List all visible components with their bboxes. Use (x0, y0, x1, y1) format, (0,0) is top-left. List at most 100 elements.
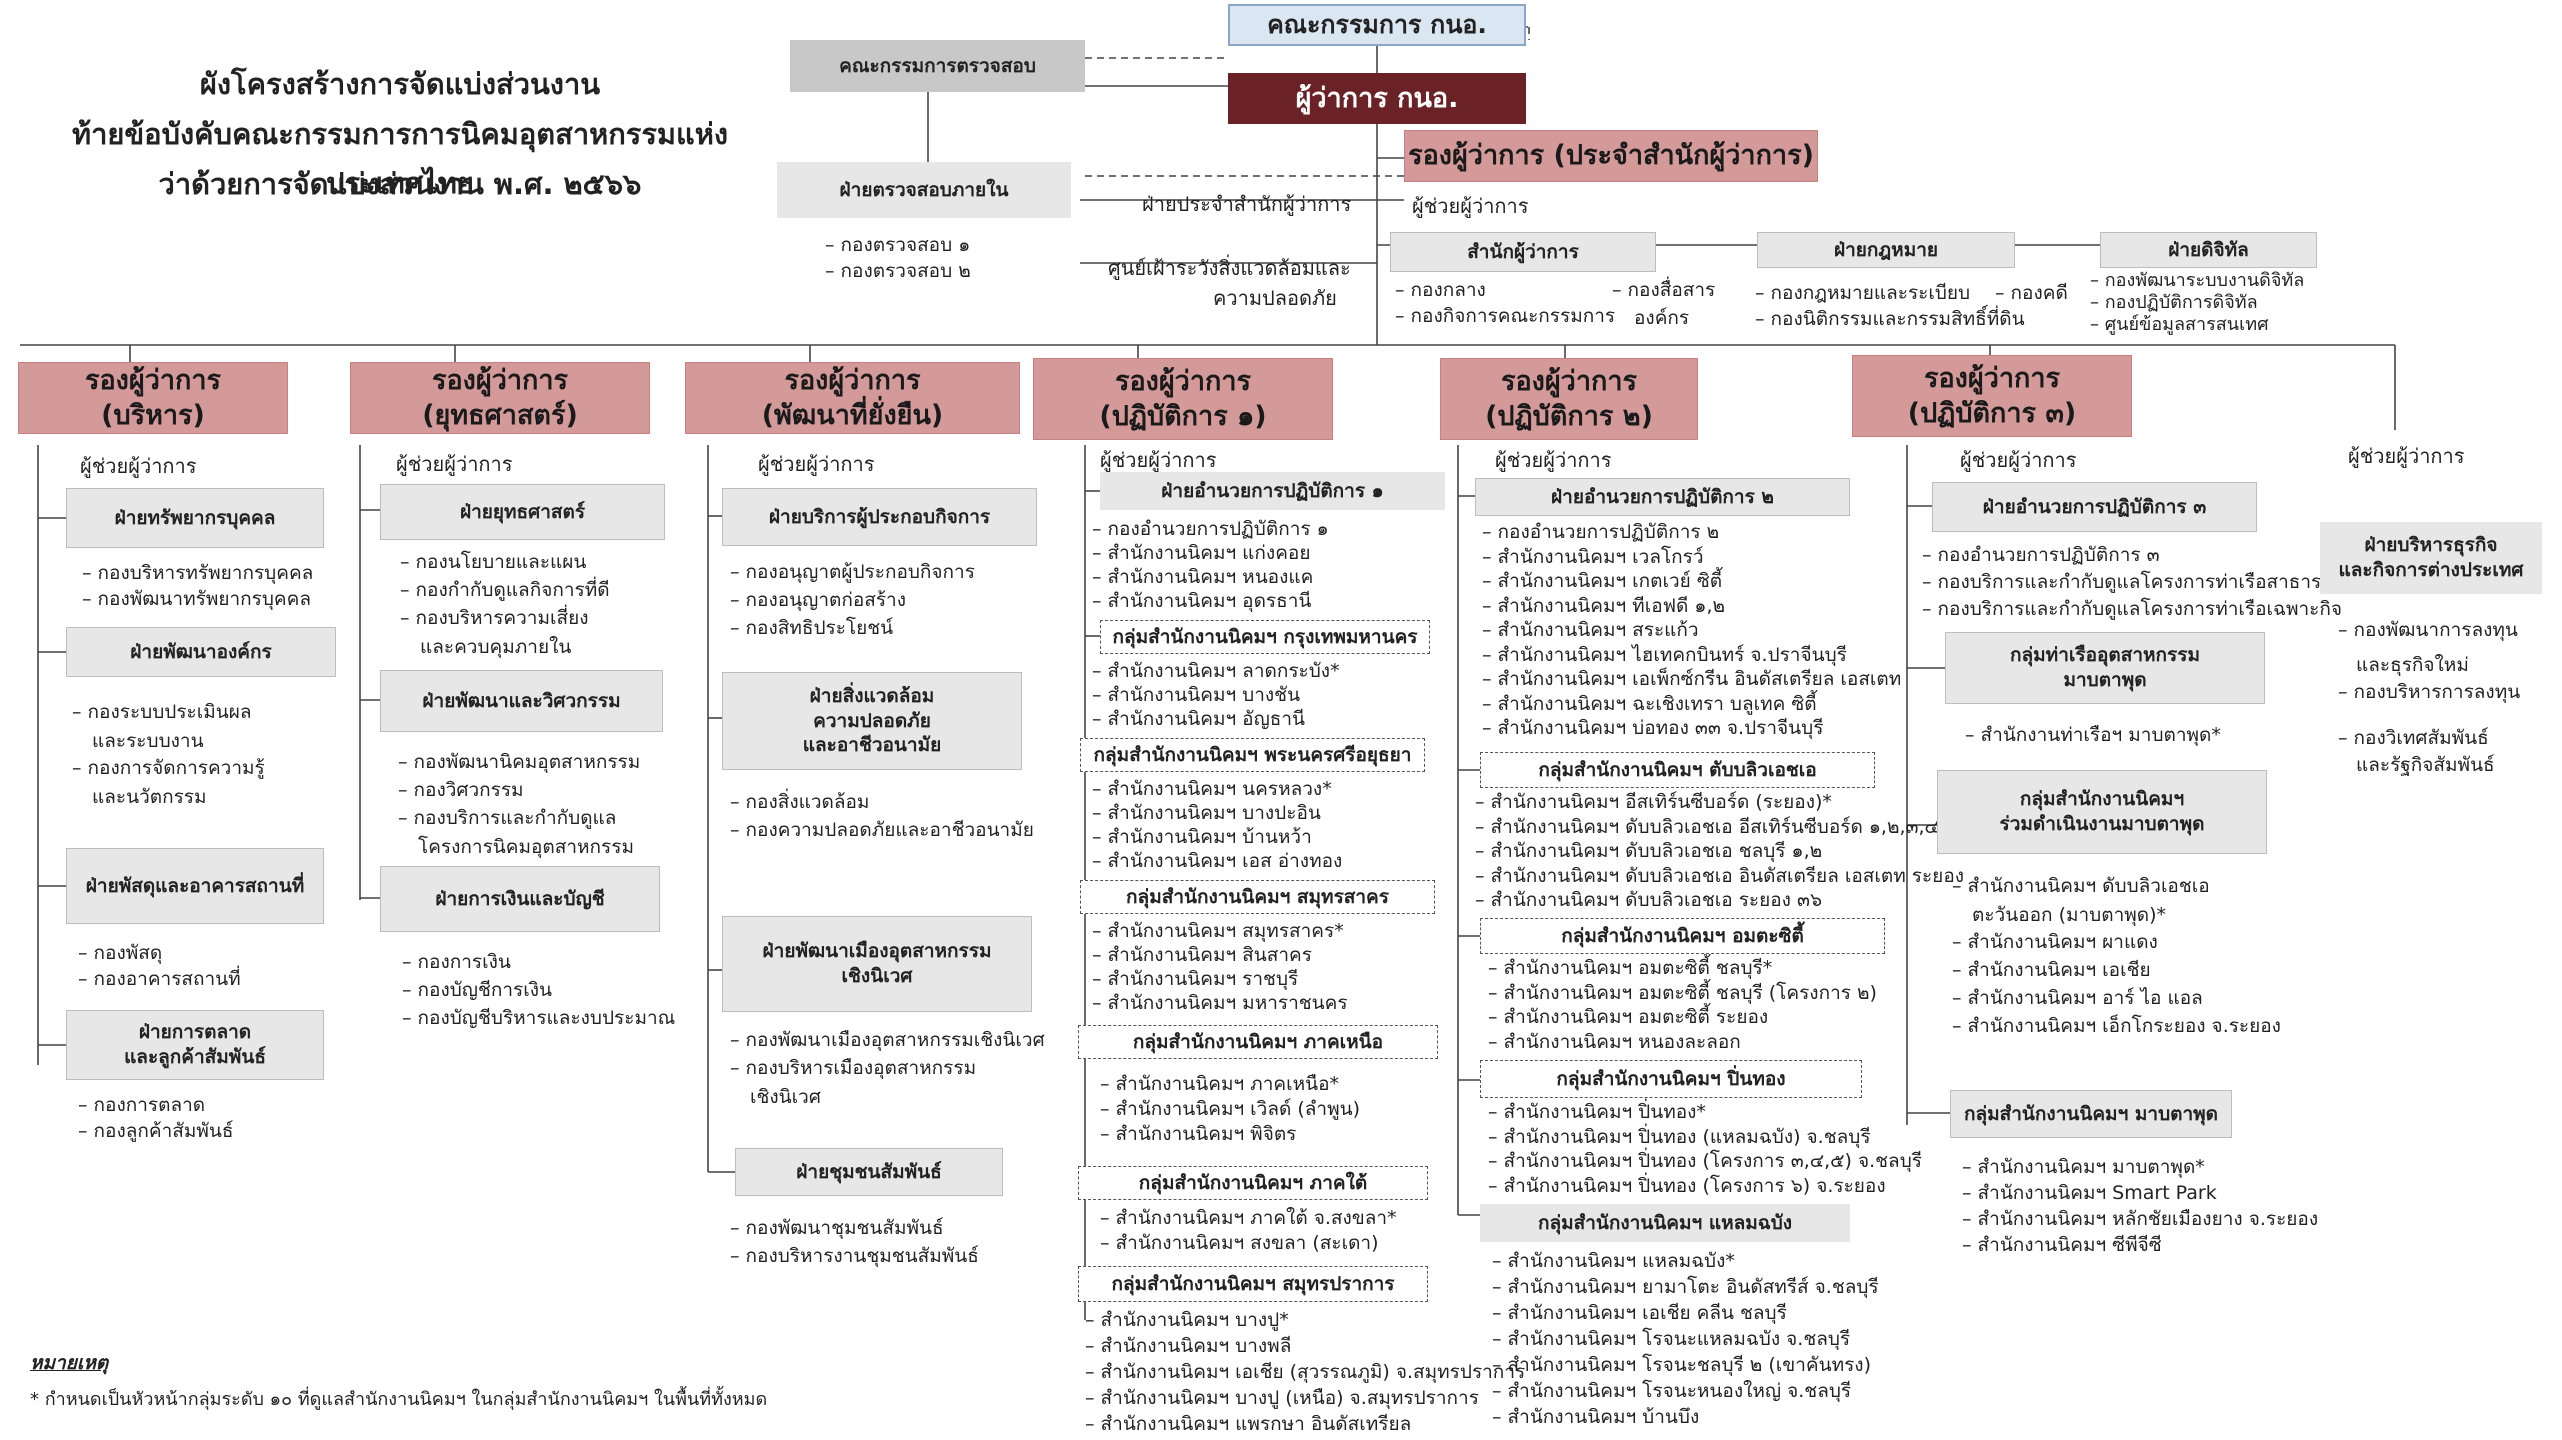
list-item: สำนักงานนิคมฯ พิจิตร (1100, 1122, 1360, 1147)
list-item: กองบริหารเมืองอุตสาหกรรม (730, 1054, 1045, 1082)
ops3-group-port: กลุ่มท่าเรืออุตสาหกรรม มาบตาพุด (1945, 632, 2265, 704)
list-item: สำนักงานนิคมฯ บ้านหว้า (1092, 825, 1342, 849)
list-item: สำนักงานนิคมฯ อีสเทิร์นซีบอร์ด (ระยอง)* (1475, 790, 1964, 815)
ops3-group-joint-list: สำนักงานนิคมฯ ดับบลิวเอชเอ (1952, 872, 2210, 900)
list-item: กองบริการและกำกับดูแลโครงการท่าเรือเฉพาะ… (1922, 596, 2349, 623)
ops2-group-wha: กลุ่มสำนักงานนิคมฯ ตับบลิวเอชเอ (1480, 752, 1875, 788)
list-item: สำนักงานนิคมฯ ยามาโตะ อินดัสทรีส์ จ.ชลบุ… (1492, 1274, 1879, 1300)
env-center-label-2: ความปลอดภัย (1213, 286, 1337, 310)
list-item: สำนักงานนิคมฯ เอเชีย (สุวรรณภูมิ) จ.สมุท… (1085, 1359, 1526, 1385)
list-item: สำนักงานนิคมฯ หลักชัยเมืองยาง จ.ระยอง (1962, 1206, 2319, 1232)
list-item: สำนักงานนิคมฯ เวลโกรว์ (1482, 545, 1901, 570)
list-item: กองสิทธิประโยชน์ (730, 614, 975, 642)
procurement-dept-box: ฝ่ายพัสดุและอาคารสถานที่ (66, 848, 324, 924)
engineering-list: กองพัฒนานิคมอุตสาหกรรม กองวิศวกรรม กองบร… (398, 748, 641, 832)
list-item: กองพัฒนาการลงทุน (2338, 616, 2518, 644)
sustainable-assistant-label: ผู้ช่วยผู้ว่าการ (758, 452, 875, 476)
strategy-assistant-label: ผู้ช่วยผู้ว่าการ (396, 452, 513, 476)
community-dept-box: ฝ่ายชุมชนสัมพันธ์ (735, 1148, 1003, 1196)
ops1-group-samutsakhon: กลุ่มสำนักงานนิคมฯ สมุทรสาคร (1080, 880, 1435, 914)
list-item: กองอาคารสถานที่ (78, 966, 241, 992)
ops1-group-north-list: สำนักงานนิคมฯ ภาคเหนือ* สำนักงานนิคมฯ เว… (1100, 1072, 1360, 1147)
list-item: กองบริหารทรัพยากรบุคคล (82, 560, 314, 586)
list-item: สำนักงานนิคมฯ ซีพีจีซี (1962, 1232, 2318, 1258)
list-item: กองบริการและกำกับดูแล (398, 804, 640, 832)
org-dev-list: กองระบบประเมินผล . กองการจัดการความรู้ (72, 698, 265, 782)
list-item: สำนักงานนิคมฯ สงขลา (สะเดา) (1100, 1231, 1397, 1256)
list-item: สำนักงานนิคมฯ โรจนะหนองใหญ่ จ.ชลบุรี (1492, 1378, 1879, 1404)
list-item: สำนักงานนิคมฯ อมตะซิตี้ ระยอง (1488, 1005, 1877, 1030)
note-text: * กำหนดเป็นหัวหน้ากลุ่มระดับ ๑๐ ที่ดูแลส… (30, 1389, 768, 1410)
list-item: สำนักงานนิคมฯ เอ็กโกระยอง จ.ระยอง (1952, 1012, 2281, 1040)
strategy-list-cont: และควบคุมภายใน (420, 636, 572, 658)
list-item: กองบริหารงานชุมชนสัมพันธ์ (730, 1242, 979, 1270)
list-item: กองบัญชีการเงิน (402, 976, 675, 1004)
list-item: กองตรวจสอบ ๑ (825, 232, 971, 258)
ops3-group-port-list: สำนักงานท่าเรือฯ มาบตาพุด* (1965, 722, 2221, 748)
ops1-group-bangkok: กลุ่มสำนักงานนิคมฯ กรุงเทพมหานคร (1100, 620, 1430, 654)
list-item: กองการตลาด (78, 1092, 234, 1118)
ops2-assistant-label: ผู้ช่วยผู้ว่าการ (1495, 448, 1612, 472)
list-item: สำนักงานนิคมฯ หนองแค (1092, 565, 1329, 589)
business-intl-list: กองพัฒนาการลงทุน (2338, 616, 2518, 644)
list-item: กองอนุญาตก่อสร้าง (730, 586, 975, 614)
ops2-admin-dept-box: ฝ่ายอำนวยการปฏิบัติการ ๒ (1475, 478, 1850, 516)
list-item: สำนักงานนิคมฯ เอเชีย คลีน ชลบุรี (1492, 1300, 1879, 1326)
list-item: สำนักงานนิคมฯ ปิ่นทอง (แหลมฉบัง) จ.ชลบุร… (1488, 1125, 1922, 1150)
deputy-strategy-box: รองผู้ว่าการ (ยุทธศาสตร์) (350, 362, 650, 434)
finance-dept-box: ฝ่ายการเงินและบัญชี (380, 866, 660, 932)
strategy-dept-box: ฝ่ายยุทธศาสตร์ (380, 484, 665, 540)
board-box: คณะกรรมการ กนอ. (1228, 4, 1526, 46)
list-item: กองวิเทศสัมพันธ์ (2338, 724, 2489, 752)
ops3-admin-dept-box: ฝ่ายอำนวยการปฏิบัติการ ๓ (1932, 482, 2257, 532)
office-list-b-cont: องค์กร (1634, 307, 1690, 329)
office-assistant-label: ผู้ช่วยผู้ว่าการ (1412, 194, 1529, 218)
list-item: กองพัสดุ (78, 940, 241, 966)
legal-list-a: กองกฎหมายและระเบียบ กองนิติกรรมและกรรมสิ… (1755, 280, 2025, 332)
list-item: สำนักงานนิคมฯ ลาดกระบัง* (1092, 659, 1340, 683)
list-item: กองบริการและกำกับดูแลโครงการท่าเรือสาธาร… (1922, 569, 2350, 596)
governor-box: ผู้ว่าการ กนอ. (1228, 73, 1526, 124)
list-item: กองกิจการคณะกรรมการ (1395, 303, 1616, 329)
digital-list: กองพัฒนาระบบงานดิจิทัล กองปฏิบัติการดิจิ… (2090, 270, 2305, 336)
list-item: กองบริหารความเสี่ยง (400, 604, 610, 632)
list-item: สำนักงานนิคมฯ สินสาคร (1092, 943, 1348, 967)
list-item: สำนักงานนิคมฯ มาบตาพุด* (1962, 1154, 2318, 1180)
list-item: สำนักงานนิคมฯ บางชัน (1092, 683, 1340, 707)
ops2-group-pinthong-list: สำนักงานนิคมฯ ปิ่นทอง* สำนักงานนิคมฯ ปิ่… (1488, 1100, 1922, 1198)
list-item: สำนักงานนิคมฯ บางพลี (1085, 1333, 1525, 1359)
legal-box: ฝ่ายกฎหมาย (1757, 232, 2015, 268)
list-item: สำนักงานนิคมฯ อมตะซิตี้ ชลบุรี* (1488, 956, 1877, 981)
ops1-assistant-label: ผู้ช่วยผู้ว่าการ (1100, 448, 1217, 472)
office-box: สำนักผู้ว่าการ (1390, 232, 1656, 272)
business-intl-list-c: กองวิเทศสัมพันธ์ (2338, 724, 2489, 752)
list-item: กองพัฒนาเมืองอุตสาหกรรมเชิงนิเวศ (730, 1026, 1045, 1054)
list-item: สำนักงานนิคมฯ ไฮเทคกบินทร์ จ.ปราจีนบุรี (1482, 643, 1901, 668)
list-item: สำนักงานนิคมฯ อุดรธานี (1092, 589, 1329, 613)
list-item: สำนักงานนิคมฯ แหลมฉบัง* (1492, 1248, 1879, 1274)
list-item: สำนักงานนิคมฯ Smart Park (1962, 1180, 2318, 1206)
gov-office-dept-label: ฝ่ายประจำสำนักผู้ว่าการ (1142, 192, 1352, 216)
list-item: สำนักงานนิคมฯ ภาคใต้ จ.สงขลา* (1100, 1206, 1397, 1231)
business-intl-dept-box: ฝ่ายบริหารธุรกิจ และกิจการต่างประเทศ (2320, 522, 2542, 594)
ops1-group-south: กลุ่มสำนักงานนิคมฯ ภาคใต้ (1078, 1166, 1428, 1200)
list-item: สำนักงานนิคมฯ หนองละลอก (1488, 1030, 1877, 1055)
ops2-group-amata-list: สำนักงานนิคมฯ อมตะซิตี้ ชลบุรี* สำนักงาน… (1488, 956, 1877, 1054)
engineering-list-cont: โครงการนิคมอุตสาหกรรม (418, 836, 634, 858)
chart-title-line2: ท้ายข้อบังคับคณะกรรมการการนิคมอุตสาหกรรม… (71, 117, 729, 201)
list-item: สำนักงานนิคมฯ บ้านบึง (1492, 1404, 1879, 1430)
list-item: สำนักงานนิคมฯ บางปู* (1085, 1307, 1525, 1333)
admin-assistant-label: ผู้ช่วยผู้ว่าการ (80, 454, 197, 478)
ops1-group-samutsakhon-list: สำนักงานนิคมฯ สมุทรสาคร* สำนักงานนิคมฯ ส… (1092, 919, 1348, 1015)
list-item: สำนักงานนิคมฯ อมตะซิตี้ ชลบุรี (โครงการ … (1488, 981, 1877, 1006)
deputy-admin-box: รองผู้ว่าการ (บริหาร) (18, 362, 288, 434)
chart-title-line1: ผังโครงสร้างการจัดแบ่งส่วนงาน (199, 67, 601, 101)
list-item: สำนักงานนิคมฯ อาร์ ไอ แอล (1952, 984, 2281, 1012)
community-list: กองพัฒนาชุมชนสัมพันธ์ กองบริหารงานชุมชนส… (730, 1214, 979, 1270)
ops3-admin-list: กองอำนวยการปฏิบัติการ ๓ กองบริการและกำกั… (1922, 542, 2350, 623)
chart-title-line3: ว่าด้วยการจัดแบ่งส่วนงาน พ.ศ. ๒๕๖๖ (158, 167, 642, 201)
environment-list: กองสิ่งแวดล้อม กองความปลอดภัยและอาชีวอนา… (730, 788, 1034, 844)
ops3-group-maptaphut-list: สำนักงานนิคมฯ มาบตาพุด* สำนักงานนิคมฯ Sm… (1962, 1154, 2319, 1258)
list-item: สำนักงานนิคมฯ ราชบุรี (1092, 967, 1348, 991)
list-item: กองความปลอดภัยและอาชีวอนามัย (730, 816, 1034, 844)
